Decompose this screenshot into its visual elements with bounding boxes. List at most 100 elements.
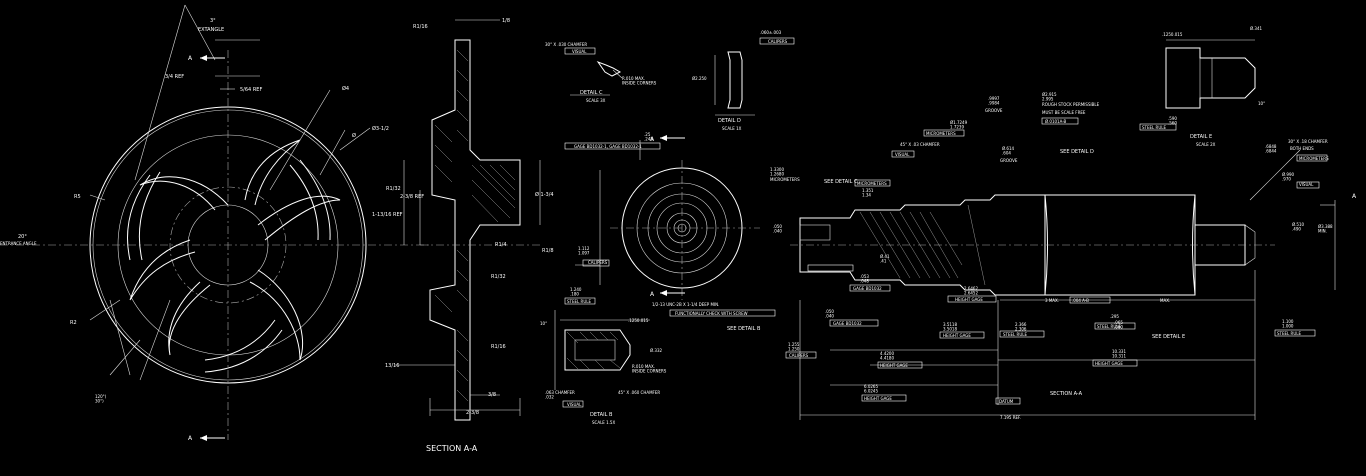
shaft-groove2: GROOVE <box>1000 158 1018 163</box>
phi3-half-label: Ø3-1/2 <box>372 125 389 132</box>
twenty-deg-label: 20° <box>18 234 27 240</box>
detail-d-phi-dim: Ø2.250 <box>692 76 707 81</box>
detail-b-drawing <box>554 297 650 408</box>
shaft-micrometers2: MICROMETERS <box>857 181 887 186</box>
r1-4-label: R1/4 <box>495 242 507 248</box>
two38-label: 2-3/8 <box>466 410 479 416</box>
shaft-note-box: Ø.0101A-B <box>1045 119 1067 124</box>
detail-b-dim-top: 1.240.180 <box>570 287 582 296</box>
detail-d-scale: SCALE 1X <box>722 126 742 131</box>
extangle-label: EXTANGLE <box>198 27 224 33</box>
shaft-chamfer-note: 45° X .03 CHAMFER <box>900 142 940 147</box>
phi-label: Ø <box>352 132 356 139</box>
detail-b-steel-rule: STEEL RULE <box>567 299 591 304</box>
detail-b-dim-ten: 10° <box>540 321 547 326</box>
end-view-gage-note: GAGE BD1032-1, GAGE BD1032-1 <box>574 144 642 149</box>
detail-e-ten: 10° <box>1258 101 1265 106</box>
shaft-dim-tt: .295 <box>1110 314 1119 319</box>
shaft-dim-gr2: Ø.614.604 <box>1002 146 1015 155</box>
detail-e-dim-top: .1250.015 <box>1162 32 1183 37</box>
impeller-front-view <box>0 4 430 441</box>
shaft-end-dim1: .6848.6844 <box>1265 144 1277 153</box>
shaft-end-a-lbl: A <box>1352 193 1357 200</box>
shaft-steel-rule2: STEEL RULE <box>1097 324 1121 329</box>
shaft-gage: GAGE BD1032 <box>853 286 882 291</box>
detail-e-steel-rule: STEEL RULE <box>1142 125 1166 130</box>
five64-ref-label: 5/64 REF <box>240 87 262 93</box>
shaft-height-gage5: HEIGHT GAGE <box>1095 361 1123 366</box>
r5-label: R5 <box>74 194 81 200</box>
shaft-see-detail-c: SEE DETAIL C <box>824 179 858 185</box>
r1-32-label: R1/32 <box>491 274 506 280</box>
shaft-height-gage2: HEIGHT GAGE <box>943 333 971 338</box>
shaft-max-lbl: 3 MAX. <box>1045 298 1059 303</box>
shaft-dim-m: .053.048 <box>860 274 869 283</box>
detail-c-chamfer: 30° X .030 CHAMFER <box>545 42 587 47</box>
see-detail-e-label: SEE DETAIL E <box>1152 334 1185 340</box>
shaft-gage2: GAGE BD1032 <box>833 321 862 326</box>
end-view-thread-note: 1/2-13 UNC-2B X 1-1/4 DEEP MIN. <box>652 302 719 307</box>
shaft-drawing <box>785 117 1336 420</box>
end-view-dim-left: .050.040 <box>773 224 782 233</box>
thirteen16-label: 13/16 <box>385 363 399 369</box>
shaft-end-both-ends: BOTH ENDS <box>1290 146 1314 151</box>
detail-b-chamfer2: .063 CHAMFER.032 <box>545 390 575 399</box>
three8-label: 3/8 <box>488 392 496 398</box>
shaft-end-drawing <box>1249 149 1328 201</box>
end-view-calipers: CALIPERS <box>588 260 608 265</box>
two38-ref-label: 2-3/8 REF <box>400 194 424 200</box>
one13-ref-label: 1-13/16 REF <box>372 212 403 218</box>
section-a-top-label: A <box>188 55 193 62</box>
shaft-section-title: SECTION A-A <box>1050 391 1083 397</box>
shaft-dim-a: Ø.41.41 <box>880 254 890 263</box>
shaft-height-gage: HEIGHT GAGE <box>955 297 983 302</box>
shaft-calipers: CALIPERS <box>789 353 809 358</box>
shaft-dim-tt2: .065.060 <box>1114 320 1123 329</box>
shaft-must-be: MUST BE SCALE FREE <box>1042 110 1086 115</box>
r1-8-label: R1/8 <box>542 248 554 254</box>
detail-e-dim-right: Ø.341 <box>1250 26 1263 31</box>
detail-b-visual: VISUAL <box>567 402 582 407</box>
detail-b-title: DETAIL B <box>590 412 613 418</box>
shaft-end-dim2: Ø.990.970 <box>1282 172 1295 181</box>
detail-b-rmax: R.010 MAX.INSIDE CORNERS <box>632 364 667 373</box>
r2-label: R2 <box>70 320 77 326</box>
shaft-dim-groove: .9997.9984 <box>988 96 1000 105</box>
detail-c-scale: SCALE 3X <box>586 98 606 103</box>
three-quarter-ref-label: 3/4 REF <box>165 74 184 80</box>
shaft-end-visual: VISUAL <box>1299 182 1314 187</box>
end-view-micrometers: MICROMETERS <box>770 177 800 182</box>
detail-d-dim1: .060±.003 <box>760 30 782 35</box>
end-view-dim-top: .25.248 <box>644 132 653 141</box>
shaft-steel-rule: STEEL RULE <box>1003 332 1027 337</box>
detail-b-phi: Ø.332 <box>650 348 663 353</box>
r1-32-left-label: R1/32 <box>386 186 401 192</box>
shaft-end-dim3: Ø.510.490 <box>1292 222 1305 231</box>
shaft-height-gage4: HEIGHT GAGE <box>864 396 892 401</box>
shaft-steel-rule3: STEEL RULE <box>1277 331 1301 336</box>
detail-c-max-note: R.010 MAX.INSIDE CORNERS <box>622 76 657 85</box>
phi4-label: Ø4 <box>342 85 349 92</box>
end-view-drawing <box>564 135 760 300</box>
shaft-rough-stock: ROUGH STOCK PERMISSIBLE <box>1042 102 1100 107</box>
detail-b-chamfer: 45° X .060 CHAMFER <box>618 390 660 395</box>
detail-d-calipers: CALIPERS <box>768 39 788 44</box>
one34-label: Ø 1-3/4 <box>535 191 554 198</box>
detail-c-visual: VISUAL <box>572 49 587 54</box>
angle-top-label: 3° <box>210 18 216 24</box>
end-view-thread-note2: FUNCTIONALLY CHECK WITH SCREW <box>675 311 748 316</box>
detail-e-scale: SCALE 2X <box>1196 142 1216 147</box>
detail-d-drawing <box>714 37 795 116</box>
